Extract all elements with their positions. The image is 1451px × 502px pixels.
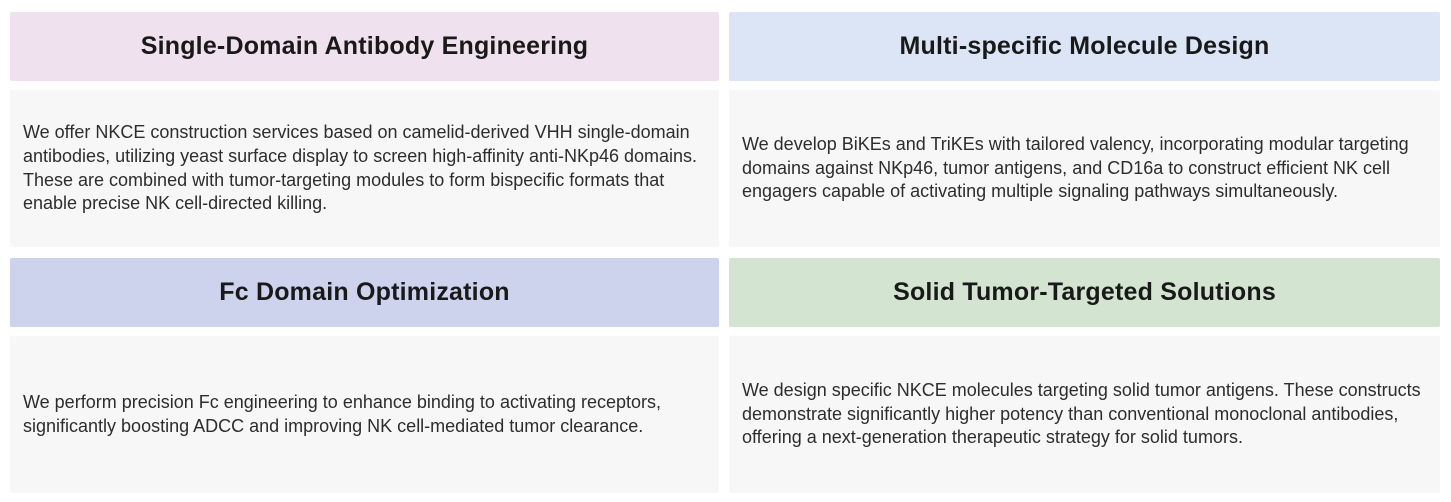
card-title: Fc Domain Optimization	[219, 278, 510, 306]
card-fc-domain-optimization: Fc Domain Optimization We perform precis…	[10, 258, 719, 493]
card-solid-tumor-targeted-solutions: Solid Tumor-Targeted Solutions We design…	[729, 258, 1440, 493]
card-body-multi-specific-molecule-design: We develop BiKEs and TriKEs with tailore…	[729, 90, 1440, 247]
card-description: We perform precision Fc engineering to e…	[23, 391, 662, 436]
card-body-solid-tumor-targeted-solutions: We design specific NKCE molecules target…	[729, 336, 1440, 493]
card-title: Single-Domain Antibody Engineering	[140, 32, 589, 60]
card-description: We offer NKCE construction services base…	[23, 122, 698, 214]
card-body-fc-domain-optimization: We perform precision Fc engineering to e…	[10, 336, 719, 493]
card-title: Solid Tumor-Targeted Solutions	[893, 278, 1276, 306]
card-header-fc-domain-optimization: Fc Domain Optimization	[10, 258, 719, 327]
card-header-solid-tumor-targeted-solutions: Solid Tumor-Targeted Solutions	[729, 258, 1440, 327]
card-multi-specific-molecule-design: Multi-specific Molecule Design We develo…	[729, 12, 1440, 247]
card-description: We design specific NKCE molecules target…	[742, 380, 1421, 448]
card-header-multi-specific-molecule-design: Multi-specific Molecule Design	[729, 12, 1440, 81]
card-header-single-domain-antibody-engineering: Single-Domain Antibody Engineering	[10, 12, 719, 81]
card-title: Multi-specific Molecule Design	[899, 32, 1270, 60]
card-description: We develop BiKEs and TriKEs with tailore…	[742, 134, 1409, 202]
card-body-single-domain-antibody-engineering: We offer NKCE construction services base…	[10, 90, 719, 247]
card-single-domain-antibody-engineering: Single-Domain Antibody Engineering We of…	[10, 12, 719, 247]
